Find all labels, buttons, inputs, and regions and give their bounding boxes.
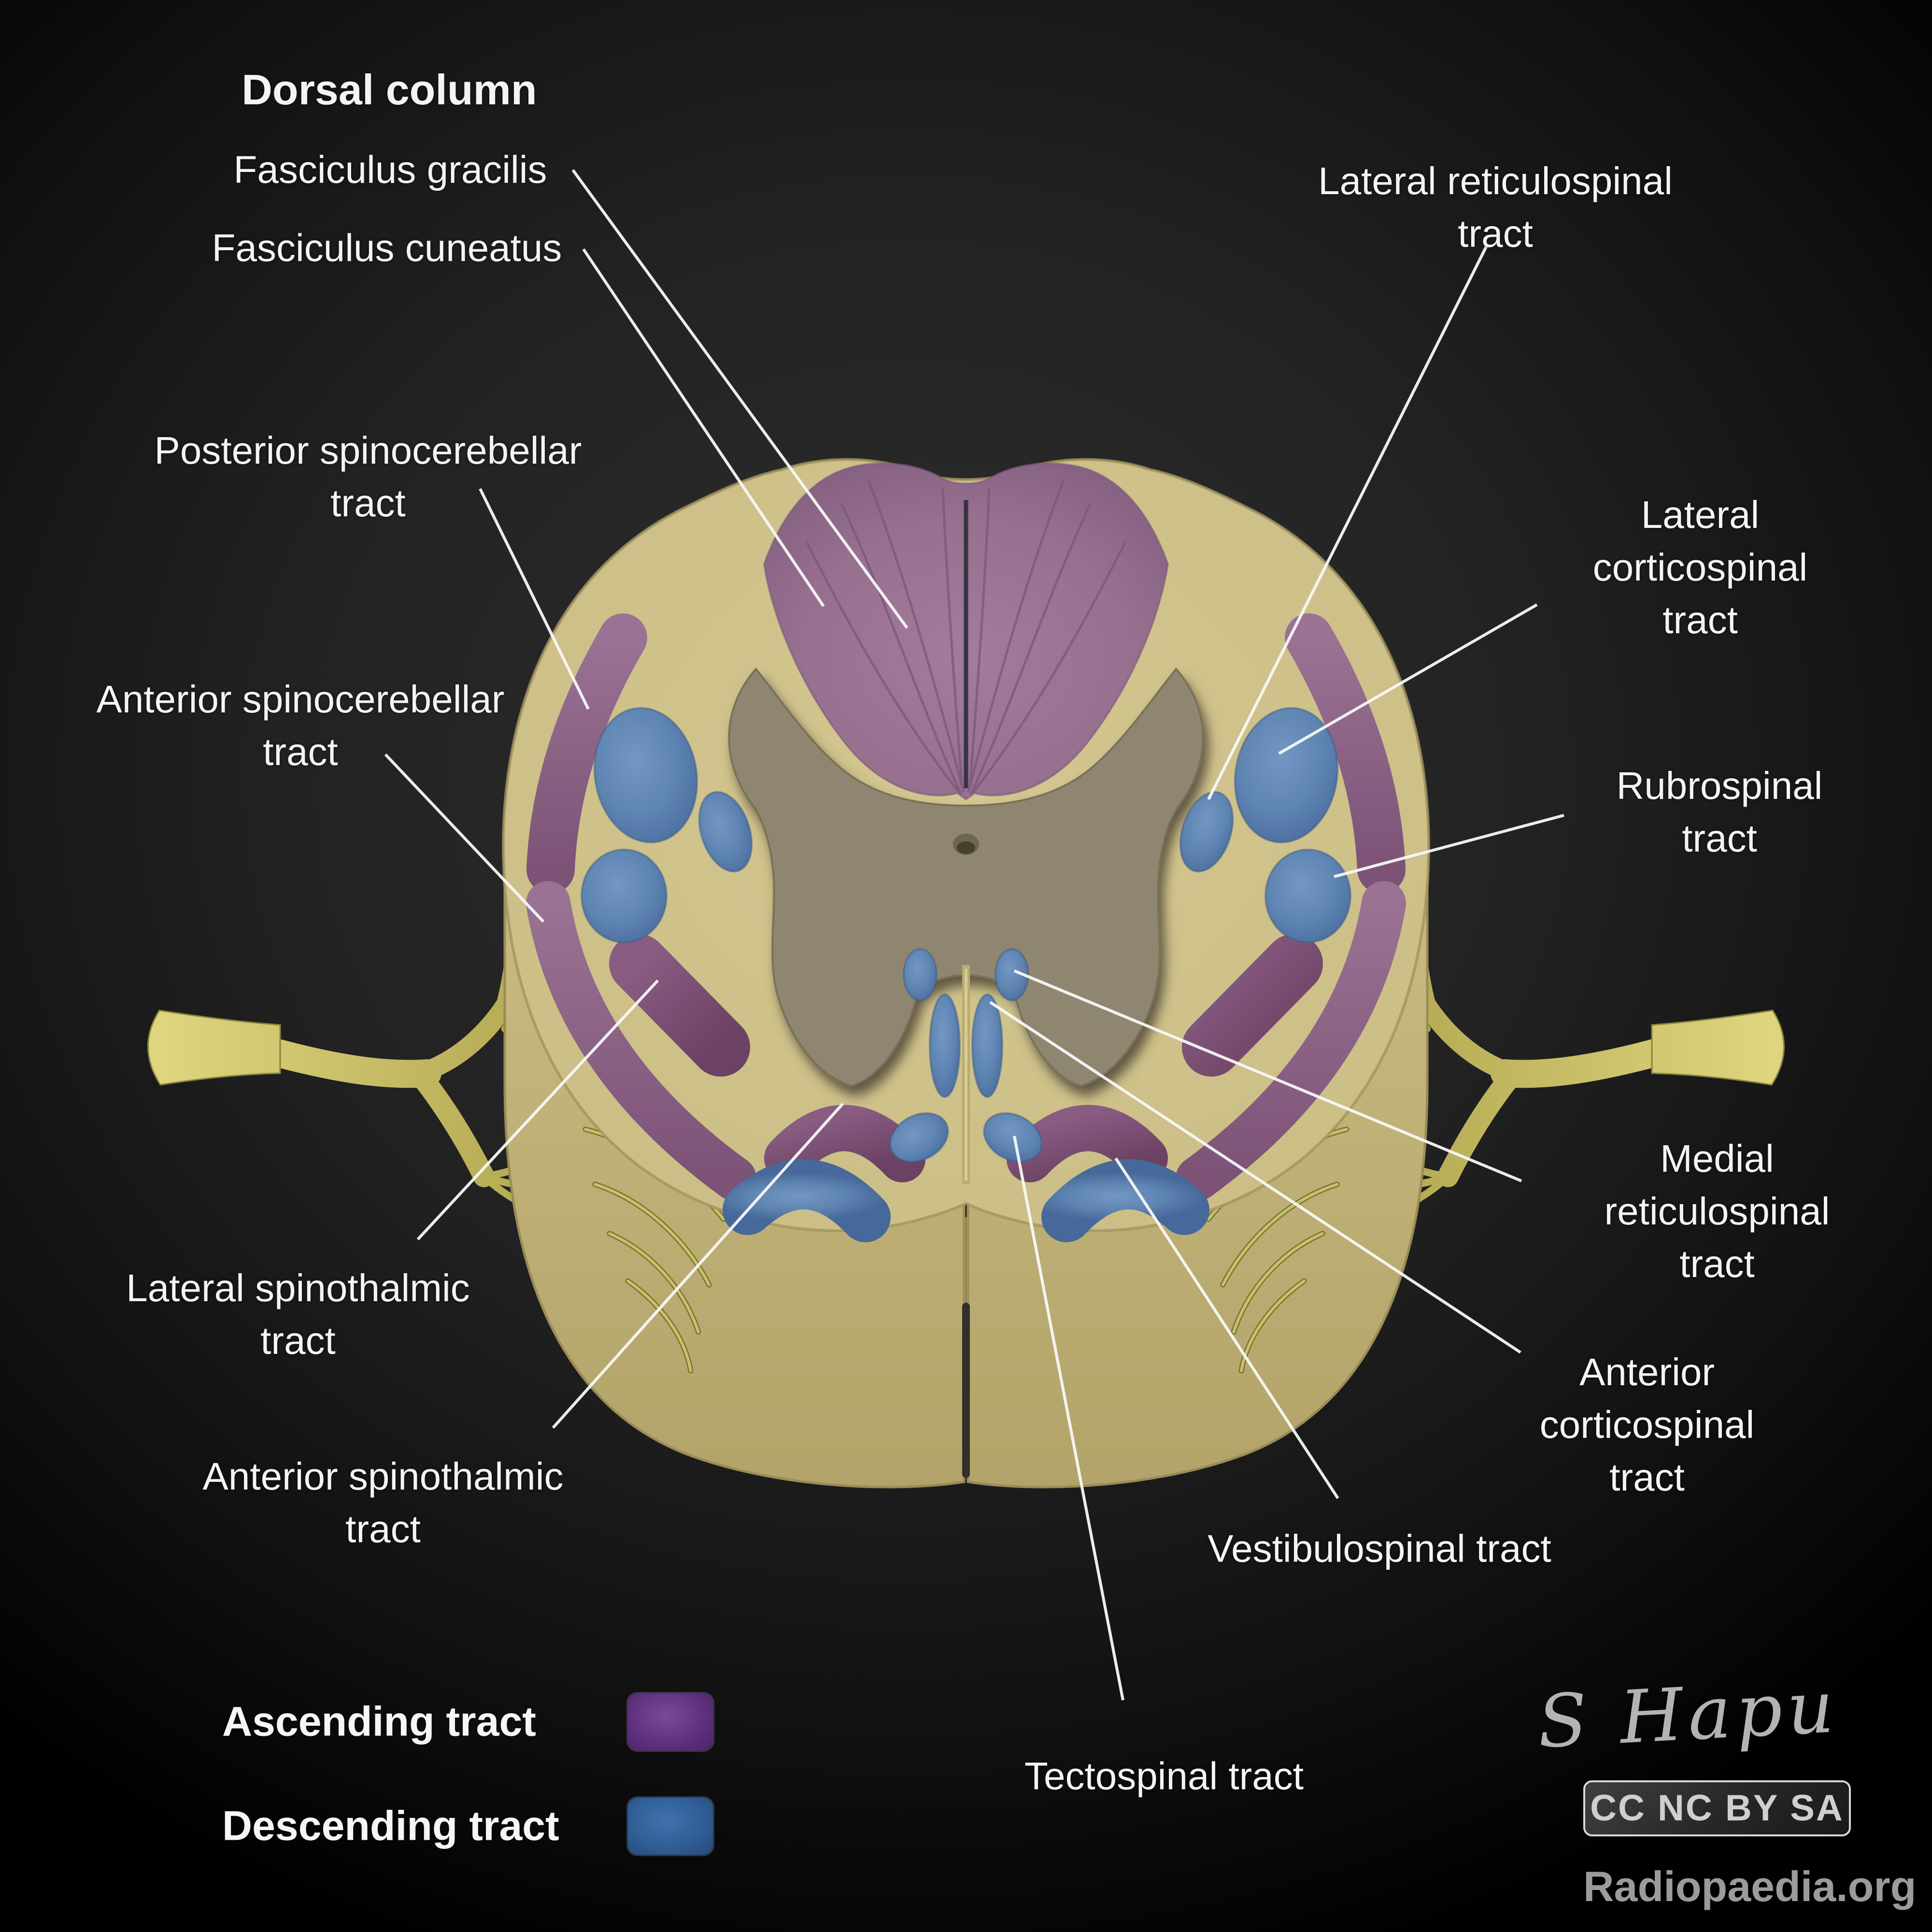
leader-lateral-spinothalmic [416, 979, 659, 1241]
leader-fasciculus-gracilis [571, 169, 909, 629]
leader-lateral-corticospinal [1278, 603, 1538, 755]
spinocerebellar-tracts [526, 613, 1406, 1201]
leader-lateral-reticulospinal [1207, 243, 1489, 800]
lateral-spinothalmic-right [1182, 934, 1323, 1077]
label-lateral-corticospinal: Lateral corticospinal tract [1592, 493, 1808, 641]
label-medial-reticulospinal: Medial reticulospinal tract [1604, 1136, 1830, 1285]
anterior-spinothalmic-left [764, 1105, 925, 1182]
legend-descending-swatch [628, 1798, 713, 1855]
license-badge: CC NC BY SA [1583, 1780, 1851, 1836]
rubrospinal-left [581, 849, 668, 943]
dorsal-column-region [763, 462, 1169, 801]
anterior-corticospinal-right [971, 994, 1003, 1098]
anterior-spinothalmic-right [1007, 1105, 1168, 1182]
artist-signature: S Hapu [1535, 1664, 1841, 1765]
anterior-spinocerebellar-right [1176, 881, 1406, 1201]
tectospinal-right [983, 1112, 1043, 1163]
posterior-spinocerebellar-left [526, 613, 647, 894]
leader-vestibulospinal [1114, 1157, 1339, 1499]
lateral-reticulospinal-left [698, 791, 753, 873]
left-nerve-trumpet [147, 1009, 281, 1086]
leader-lines [384, 169, 1564, 1701]
tract-shapes [581, 707, 1351, 1242]
medial-reticulospinal-right [994, 948, 1029, 1001]
label-fasciculus-gracilis: Fasciculus gracilis [233, 148, 547, 191]
label-fasciculus-cuneatus: Fasciculus cuneatus [212, 226, 562, 270]
medial-reticulospinal-left [903, 948, 938, 1001]
vestibulospinal-left [723, 1159, 891, 1242]
leader-fasciculus-cuneatus [582, 248, 825, 607]
legend-ascending-label: Ascending tract [222, 1698, 536, 1745]
anterior-corticospinal-left [929, 994, 961, 1098]
leader-anterior-corticospinal [989, 1001, 1521, 1354]
label-anterior-spinothalmic: Anterior spinothalmic tract [202, 1455, 564, 1550]
vestibulospinal-right [1041, 1159, 1209, 1242]
label-tectospinal: Tectospinal tract [1024, 1754, 1304, 1798]
legend-descending-label: Descending tract [222, 1803, 559, 1849]
anterior-spinocerebellar-left [526, 881, 756, 1201]
central-canal-depth [957, 841, 975, 854]
legend-ascending-swatch [628, 1693, 713, 1750]
leader-tectospinal [1013, 1136, 1124, 1701]
left-ventral-root [410, 1065, 495, 1187]
dorsal-column-striations [805, 480, 1127, 796]
leader-rubrospinal [1334, 814, 1564, 878]
gray-matter-butterfly [728, 667, 1204, 1087]
lateral-spinothalmic-left [609, 934, 750, 1077]
leader-anterior-spinothalmic [552, 1103, 844, 1429]
lateral-reticulospinal-right [1179, 791, 1234, 873]
label-lateral-spinothalmic: Lateral spinothalmic tract [126, 1266, 470, 1362]
label-anterior-corticospinal: Anterior corticospinal tract [1539, 1350, 1755, 1499]
lateral-corticospinal-left [593, 707, 698, 844]
gray-matter [728, 667, 1204, 1087]
rubrospinal-right [1264, 849, 1351, 943]
lateral-corticospinal-right [1234, 707, 1339, 844]
radiopaedia-credit: Radiopaedia.org [1583, 1862, 1917, 1910]
label-dorsal-column: Dorsal column [242, 66, 537, 114]
label-lateral-reticulospinal: Lateral reticulospinal tract [1318, 159, 1673, 255]
label-vestibulospinal: Vestibulospinal tract [1208, 1527, 1551, 1570]
leader-posterior-spinocerebellar [479, 488, 590, 710]
label-posterior-spinocerebellar: Posterior spinocerebellar tract [154, 429, 582, 525]
leader-medial-reticulospinal [1013, 969, 1522, 1182]
right-ventral-root [1437, 1065, 1522, 1187]
right-nerve-trumpet [1651, 1009, 1785, 1086]
label-rubrospinal: Rubrospinal tract [1616, 764, 1823, 860]
right-nerve-trunk [1491, 1035, 1683, 1088]
label-anterior-spinocerebellar: Anterior spinocerebellar tract [96, 678, 505, 773]
posterior-spinocerebellar-right [1285, 613, 1406, 894]
tectospinal-left [889, 1112, 949, 1163]
leader-anterior-spinocerebellar [384, 753, 545, 923]
left-nerve-trunk [249, 1035, 441, 1088]
